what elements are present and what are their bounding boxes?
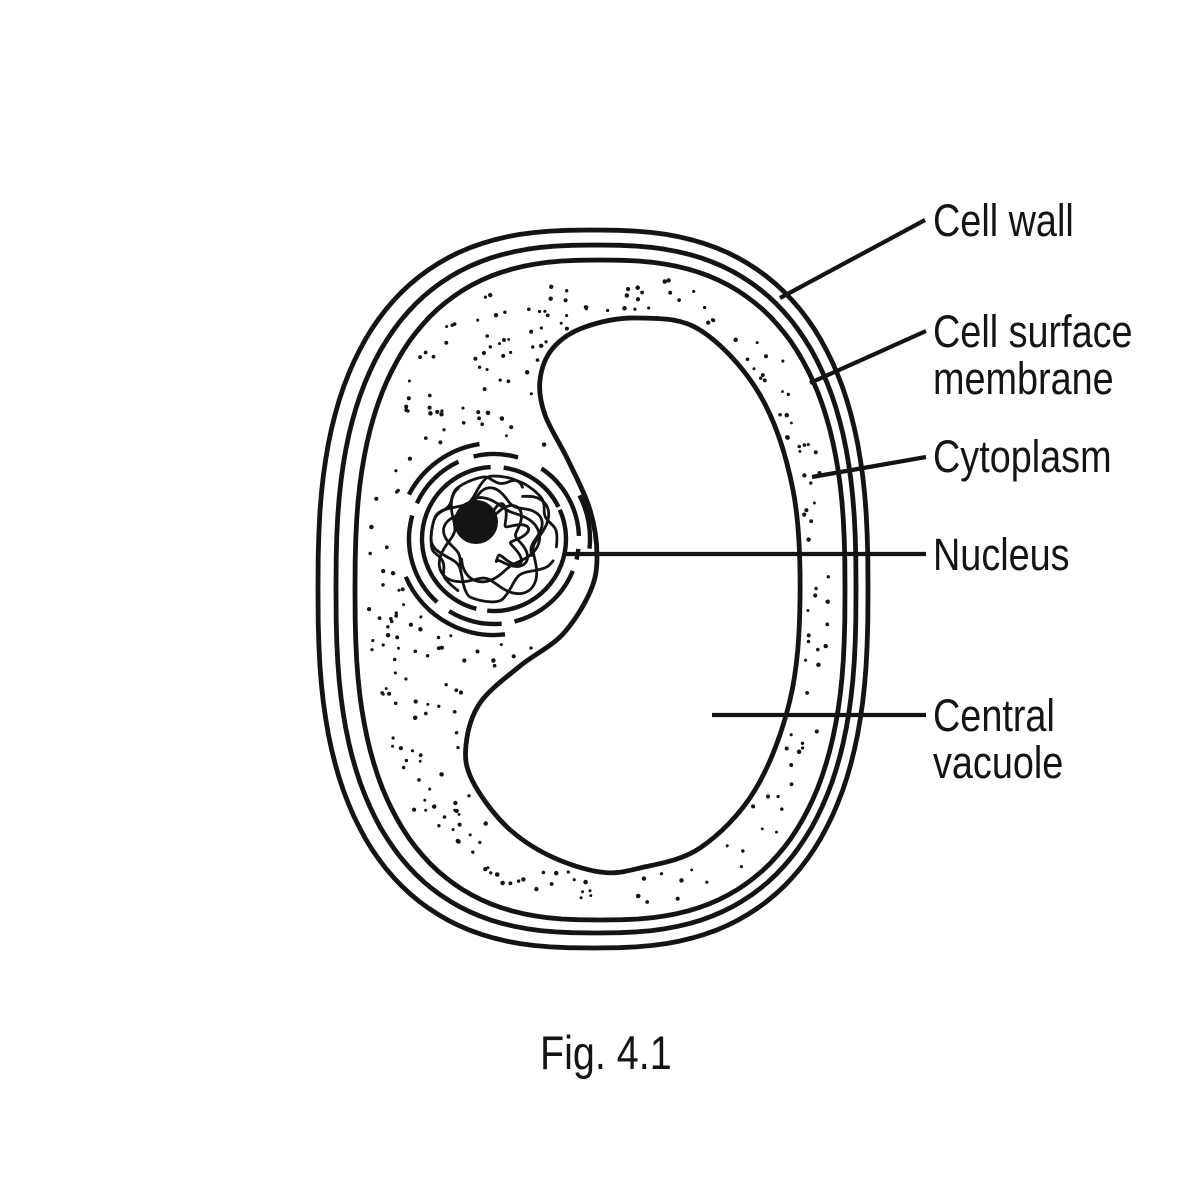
nucleus-inner-circle bbox=[419, 464, 569, 614]
label-central-vacuole-line1: Central bbox=[933, 690, 1055, 741]
leader-cell-surface-membrane bbox=[809, 329, 927, 385]
figure-caption: Fig. 4.1 bbox=[540, 1026, 672, 1079]
label-cell-surface-membrane-line2: membrane bbox=[933, 353, 1114, 404]
label-cell-wall: Cell wall bbox=[933, 197, 1074, 244]
label-nucleus-text: Nucleus bbox=[933, 529, 1070, 580]
central-vacuole-outline bbox=[463, 315, 803, 876]
leader-cytoplasm bbox=[811, 454, 927, 480]
cell-wall-inner-line bbox=[333, 242, 859, 936]
label-cytoplasm-text: Cytoplasm bbox=[933, 431, 1112, 482]
label-cytoplasm: Cytoplasm bbox=[933, 433, 1112, 480]
label-nucleus: Nucleus bbox=[933, 531, 1070, 578]
nucleolus bbox=[454, 500, 498, 544]
label-central-vacuole: Central vacuole bbox=[933, 692, 1063, 786]
label-cell-surface-membrane: Cell surface membrane bbox=[933, 308, 1133, 402]
leader-lines bbox=[566, 218, 927, 718]
cell-surface-membrane-line bbox=[352, 257, 848, 923]
nucleus-envelope-dashes bbox=[395, 440, 593, 638]
leader-cell-wall bbox=[779, 218, 926, 300]
label-cell-wall-text: Cell wall bbox=[933, 195, 1074, 246]
label-central-vacuole-line2: vacuole bbox=[933, 737, 1064, 788]
cytoplasm-stipple bbox=[367, 278, 831, 904]
label-cell-surface-membrane-line1: Cell surface bbox=[933, 306, 1133, 357]
chromatin-strands bbox=[429, 474, 559, 604]
cell-wall-outer-line bbox=[315, 227, 871, 951]
